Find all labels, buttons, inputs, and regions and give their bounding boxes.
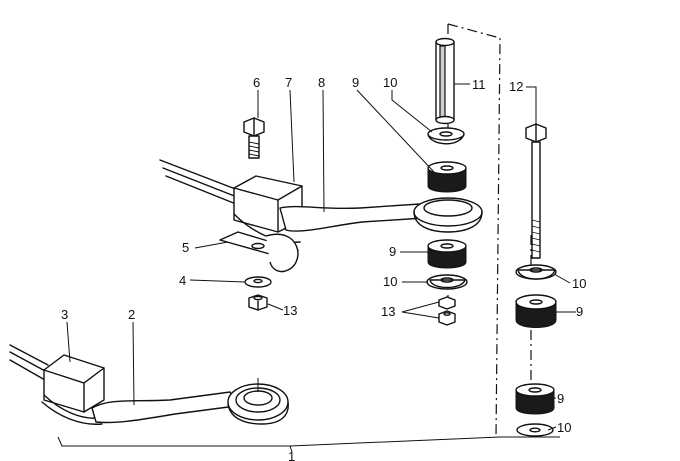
callout-6: 6 — [253, 75, 260, 90]
short-bolt — [243, 117, 265, 159]
small-nut — [248, 294, 268, 311]
callout-4: 4 — [179, 273, 186, 288]
callout-9-upper: 9 — [352, 75, 359, 90]
lower-rubber-mount — [41, 354, 105, 425]
callout-2: 2 — [128, 307, 135, 322]
callout-10-right-bottom: 10 — [557, 420, 571, 435]
small-washer — [244, 276, 272, 288]
right-rubber-bush-top — [515, 294, 557, 328]
lower-cup-washer-middle — [426, 274, 468, 290]
callout-5: 5 — [182, 240, 189, 255]
callout-12: 12 — [509, 79, 523, 94]
callout-10-upper: 10 — [383, 75, 397, 90]
callout-9-right-top: 9 — [576, 304, 583, 319]
right-cup-washer-top — [515, 264, 557, 280]
callout-13-left: 13 — [283, 303, 297, 318]
callout-10-middle: 10 — [383, 274, 397, 289]
upper-rubber-bush — [427, 161, 467, 193]
callout-1: 1 — [288, 449, 295, 461]
callout-9-middle: 9 — [389, 244, 396, 259]
callout-10-right-top: 10 — [572, 276, 586, 291]
upper-link-arm — [279, 197, 483, 233]
lower-rubber-bush-middle — [427, 239, 467, 269]
mounting-bracket — [219, 231, 299, 273]
lower-stabilizer-bar — [9, 344, 49, 381]
long-bolt — [525, 123, 547, 259]
callout-11: 11 — [472, 77, 486, 92]
callout-8: 8 — [318, 75, 325, 90]
callout-labels: 6 7 8 9 10 11 12 5 4 13 9 10 13 10 9 9 1… — [61, 75, 586, 461]
double-nuts-middle — [438, 296, 456, 326]
spacer-tube — [435, 37, 455, 125]
callout-13-middle: 13 — [381, 304, 395, 319]
lower-link-arm — [91, 378, 289, 425]
callout-3: 3 — [61, 307, 68, 322]
right-flat-washer-bottom — [516, 423, 554, 437]
right-rubber-bush-bottom — [515, 383, 555, 415]
upper-cup-washer — [427, 127, 465, 145]
upper-stabilizer-bar — [159, 159, 239, 205]
callout-7: 7 — [285, 75, 292, 90]
callout-9-right-bottom: 9 — [557, 391, 564, 406]
leader-lines — [66, 83, 576, 431]
